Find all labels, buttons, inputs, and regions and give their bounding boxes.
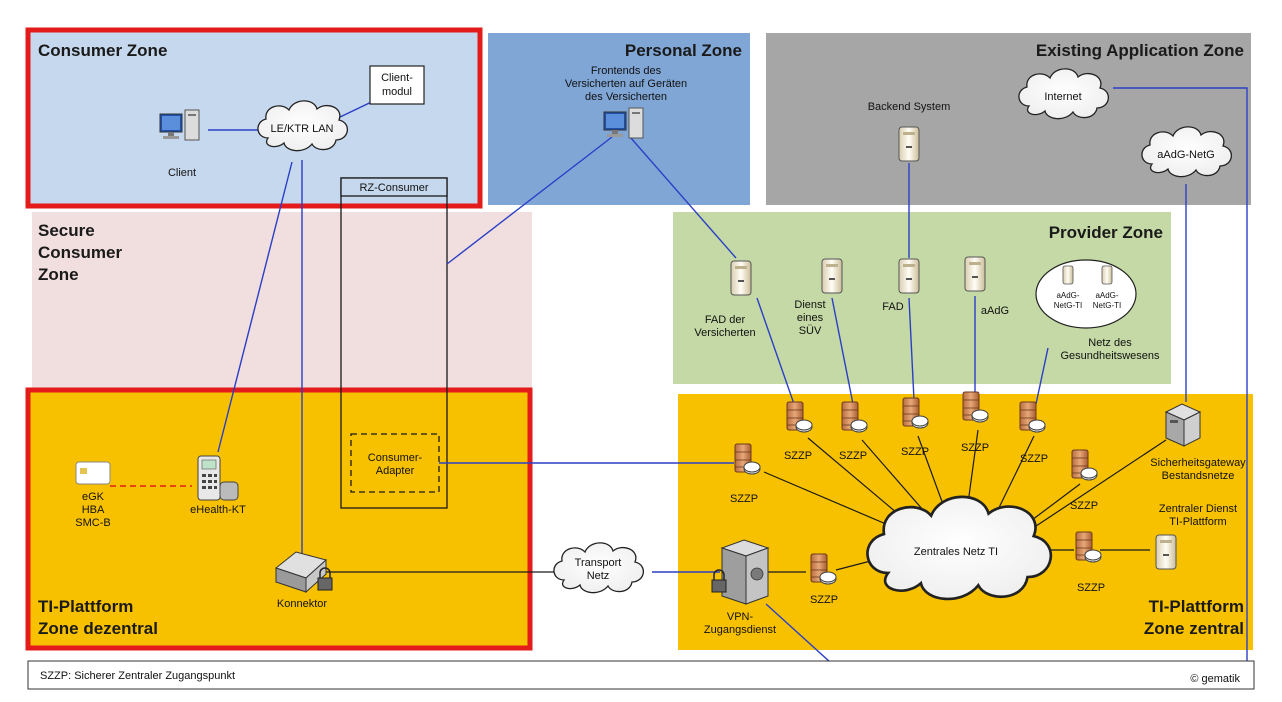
frontends-label-2: Versicherten auf Geräten <box>565 78 687 90</box>
zentraler-dienst-server-icon <box>1155 534 1177 570</box>
link-sgw-zentrales <box>1023 439 1167 535</box>
cards-label-2: HBA <box>82 504 105 516</box>
consumer-adapter-label-1: Consumer- <box>368 452 423 464</box>
szzp-label-1: SZZP <box>730 493 758 505</box>
clientmodul-label-2: modul <box>382 86 412 98</box>
szzp-label-5: SZZP <box>961 442 989 454</box>
ehealth-kt-label: eHealth-KT <box>190 504 246 516</box>
secure-zone-title-1: Secure <box>38 221 95 240</box>
cards-label-3: SMC-B <box>75 517 110 529</box>
ti-plattform-dezentral-zone <box>28 390 530 648</box>
zentrales-label: Zentrales Netz TI <box>914 546 998 558</box>
link-lan-ehealth <box>217 161 293 453</box>
cards-icon <box>75 461 111 485</box>
secure-consumer-zone <box>32 212 532 388</box>
transport-label-1: Transport <box>575 557 622 569</box>
dienst-label-3: SÜV <box>799 325 822 337</box>
konnektor-label: Konnektor <box>277 598 327 610</box>
zdienst-label-2: TI-Plattform <box>1169 516 1226 528</box>
cards-label-1: eGK <box>82 491 105 503</box>
konnektor-icon <box>274 551 333 594</box>
link-szzp-zentrales-4 <box>861 439 931 519</box>
link-fadvers-szzp <box>756 297 795 405</box>
zentral-title-1: TI-Plattform <box>1149 597 1244 616</box>
aadg-netg-label: aAdG-NetG <box>1157 149 1214 161</box>
internet-label: Internet <box>1044 91 1081 103</box>
rz-consumer-header <box>340 177 448 197</box>
copyright-text: © gematik <box>1190 673 1240 685</box>
zdienst-label-1: Zentraler Dienst <box>1159 503 1237 515</box>
lan-label: LE/KTR LAN <box>271 123 334 135</box>
existing-application-zone <box>766 33 1251 205</box>
vpn-zugangsdienst-icon <box>711 539 770 605</box>
ehealth-kt-icon <box>197 455 239 501</box>
vpn-label-2: Zugangsdienst <box>704 624 776 636</box>
dezentral-title-2: Zone dezentral <box>38 619 158 638</box>
secure-zone-title-3: Zone <box>38 265 79 284</box>
szzp-label-6: SZZP <box>1020 453 1048 465</box>
szzp-label-3: SZZP <box>839 450 867 462</box>
legend-footer <box>27 660 1255 690</box>
szzp-label-9: SZZP <box>1077 582 1105 594</box>
szzp-label-8: SZZP <box>810 594 838 606</box>
link-netzgw-szzp <box>1035 347 1049 405</box>
sgw-label-1: Sicherheitsgateway <box>1150 457 1246 469</box>
fad-label: FAD <box>882 301 903 313</box>
szzp-label-4: SZZP <box>901 446 929 458</box>
consumer-zone-highlight <box>25 27 483 209</box>
link-szzp-zentrales-2 <box>763 471 901 531</box>
fad-server-icon <box>898 258 920 294</box>
szzp-label-2: SZZP <box>784 450 812 462</box>
aadg-label: aAdG <box>981 305 1009 317</box>
sgw-label-2: Bestandsnetze <box>1162 470 1235 482</box>
dienst-label-1: Dienst <box>794 299 825 311</box>
aadg-server-icon <box>964 256 986 292</box>
legend-text: SZZP: Sicherer Zentraler Zugangspunkt <box>40 670 235 682</box>
client-label: Client <box>168 167 196 179</box>
zentral-title-2: Zone zentral <box>1144 619 1244 638</box>
netz-gw-label-2: Gesundheitswesens <box>1060 350 1160 362</box>
aadg-netg-ti-label-1b: NetG-TI <box>1054 301 1082 310</box>
consumer-zone-title: Consumer Zone <box>38 41 167 60</box>
clientmodul-box <box>369 65 425 105</box>
transport-label-2: Netz <box>587 570 610 582</box>
clientmodul-label-1: Client- <box>381 72 413 84</box>
link-fad-szzp <box>908 297 915 401</box>
dezentral-title-1: TI-Plattform <box>38 597 133 616</box>
szzp-label-7: SZZP <box>1070 500 1098 512</box>
link-frontends-fad <box>629 136 737 259</box>
vpn-label-1: VPN- <box>727 611 754 623</box>
link-dienst-szzp <box>831 297 854 405</box>
fad-versicherten-server-icon <box>730 260 752 296</box>
provider-zone-title: Provider Zone <box>1049 223 1163 242</box>
consumer-zone <box>28 30 480 206</box>
secure-zone-title-2: Consumer <box>38 243 122 262</box>
netz-gw-label-1: Netz des <box>1088 337 1132 349</box>
dienst-server-icon <box>821 258 843 294</box>
backend-label: Backend System <box>868 101 951 113</box>
frontends-label-1: Frontends des <box>591 65 662 77</box>
link-rz-frontends <box>446 136 613 265</box>
aadg-netg-ti-label-2a: aAdG- <box>1095 291 1118 300</box>
dienst-label-2: eines <box>797 312 824 324</box>
aadg-netg-ti-server-icon-2 <box>1101 265 1113 285</box>
consumer-adapter-label-2: Adapter <box>376 465 415 477</box>
aadg-netg-ti-server-icon-1 <box>1062 265 1074 285</box>
fad-vers-label-2: Versicherten <box>694 327 755 339</box>
netz-gw-cloud-shape <box>1035 259 1137 329</box>
aadg-netg-ti-label-1a: aAdG- <box>1056 291 1079 300</box>
rz-consumer-label: RZ-Consumer <box>359 182 428 194</box>
dezentral-zone-highlight <box>25 387 533 651</box>
aadg-netg-ti-label-2b: NetG-TI <box>1093 301 1121 310</box>
backend-server-icon <box>898 126 920 162</box>
fad-vers-label-1: FAD der <box>705 314 746 326</box>
sicherheitsgateway-icon <box>1164 403 1202 447</box>
personal-zone-title: Personal Zone <box>625 41 742 60</box>
consumer-adapter-box <box>350 433 440 493</box>
frontends-label-3: des Versicherten <box>585 91 667 103</box>
existing-zone-title: Existing Application Zone <box>1036 41 1244 60</box>
card-chip-icon <box>80 468 87 474</box>
link-szzp-zentrales-3 <box>807 437 911 525</box>
